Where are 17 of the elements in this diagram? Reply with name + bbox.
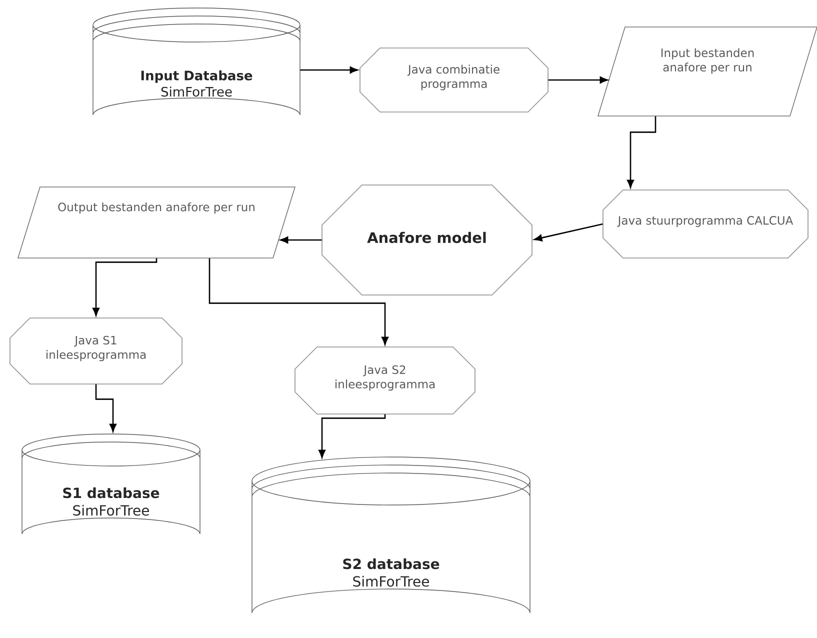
process-octagon: Java S1 inleesprogramma [10,318,182,384]
arrow [548,76,608,84]
arrow [208,258,388,345]
process-octagon: Java stuurprogramma CALCUA [602,190,808,258]
database-cylinder: Input Database SimForTree [92,8,300,116]
arrow [534,223,603,242]
arrow [95,384,116,432]
arrow [318,414,386,458]
database-cylinder: S1 database SimForTree [22,434,200,534]
arrow [627,116,656,188]
database-cylinder: S2 database SimForTree [252,456,530,614]
process-octagon: Java combinatie programma [360,48,548,112]
arrow [280,236,322,244]
process-octagon: Anafore model [322,184,532,296]
arrow [300,66,358,74]
process-octagon: Java S2 inleesprogramma [294,346,476,414]
arrow [92,258,158,316]
